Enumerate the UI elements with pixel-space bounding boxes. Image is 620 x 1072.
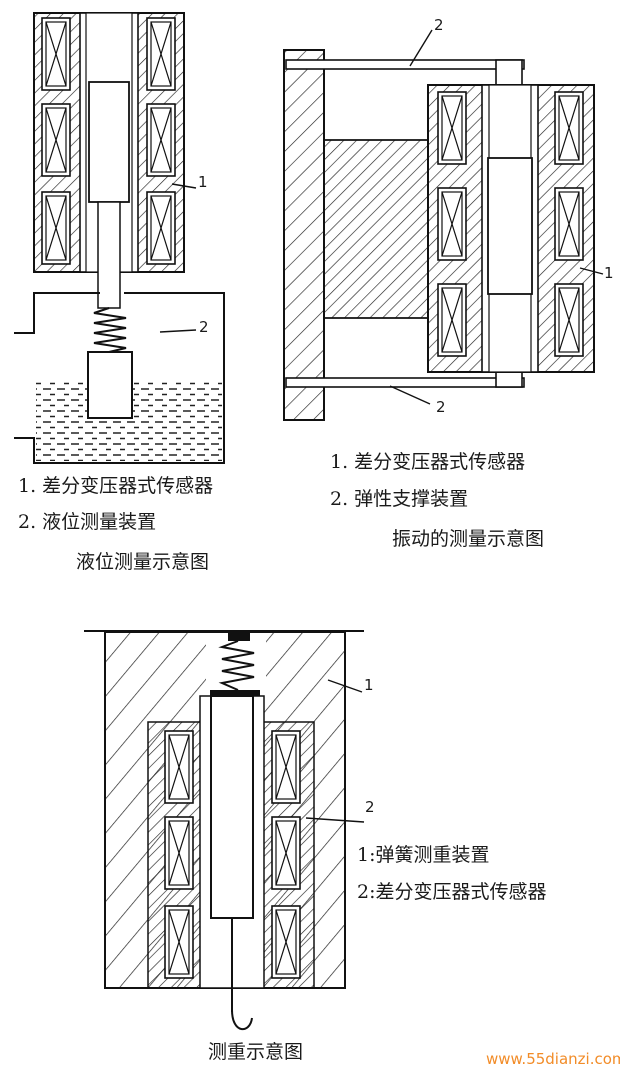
weight-hook [231, 1009, 253, 1030]
vibration-base-plate [283, 49, 325, 421]
vibration-callout-2-bottom: 2 [436, 398, 446, 416]
level-legend-1: 1. 差分变压器式传感器 [18, 475, 214, 497]
vibration-leader-2-bottom [389, 385, 431, 405]
weight-callout-2: 2 [365, 798, 375, 816]
level-legend-2: 2. 液位测量装置 [18, 511, 157, 533]
vibration-diagram [283, 29, 604, 421]
level-diagram [14, 12, 225, 464]
weight-callout-1: 1 [364, 676, 374, 694]
level-title: 液位测量示意图 [76, 551, 210, 573]
vibration-callout-1: 1 [604, 264, 614, 282]
vibration-mass-block [323, 139, 429, 319]
weight-title: 测重示意图 [208, 1041, 304, 1063]
weight-legend-2: 2:差分变压器式传感器 [357, 881, 547, 903]
level-iron-core [88, 81, 130, 203]
weight-spring [218, 640, 255, 691]
vibration-coil-right [554, 91, 584, 357]
level-core-rod [97, 201, 121, 309]
level-coil-left [41, 17, 71, 265]
vibration-iron-core [487, 157, 533, 295]
level-leader-1 [171, 183, 197, 189]
weight-spring-plate [210, 690, 260, 696]
weight-leader-2 [305, 817, 365, 823]
weight-legend-1: 1:弹簧测重装置 [357, 844, 490, 866]
level-tank [14, 292, 225, 464]
weight-coil-right [271, 730, 301, 979]
vibration-leader-2-top [409, 29, 433, 67]
vibration-legend-2: 2. 弹性支撑装置 [330, 488, 469, 510]
vibration-legend-1: 1. 差分变压器式传感器 [330, 451, 526, 473]
level-leader-2 [159, 329, 197, 333]
watermark: www.55dianzi.com [486, 1050, 620, 1068]
level-coil-right [146, 17, 176, 265]
weight-coil-left [164, 730, 194, 979]
level-float [87, 351, 133, 419]
level-callout-2: 2 [199, 318, 209, 336]
level-callout-1: 1 [198, 173, 208, 191]
vibration-coil-left [437, 91, 467, 357]
level-spring [93, 307, 127, 353]
weight-spring-cap [228, 633, 250, 641]
weight-diagram [84, 630, 365, 1030]
weight-leader-1 [327, 679, 363, 693]
vibration-leader-1 [579, 267, 604, 275]
vibration-title: 振动的测量示意图 [392, 528, 545, 550]
vibration-callout-2-top: 2 [434, 16, 444, 34]
weight-iron-core [210, 695, 254, 919]
